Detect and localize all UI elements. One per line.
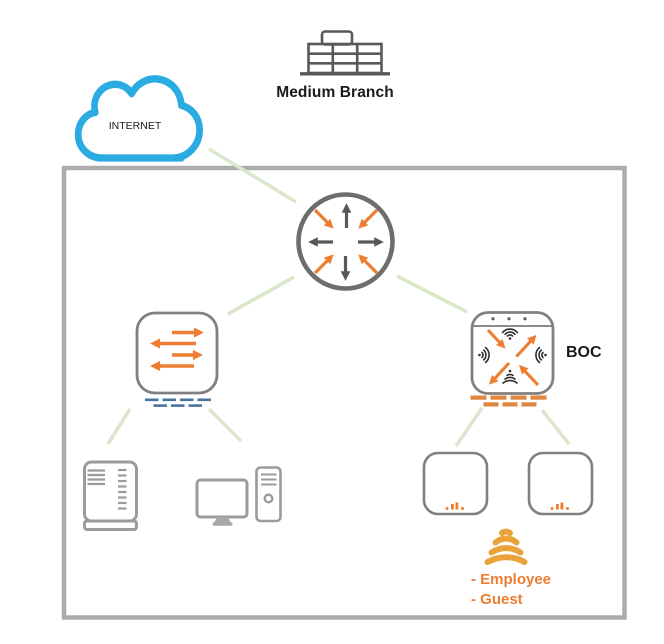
server-icon [83,460,138,531]
wifi-network-guest: - Guest [471,591,523,608]
link-gateway-ap2 [540,408,571,446]
wifi-network-labels: - Employee - Guest [471,570,551,610]
link-router-switch [227,275,295,316]
router-in-arrows [313,208,379,275]
switch-arrows [149,327,205,372]
ap1-body [422,451,489,516]
gateway-wifi-waves [478,328,547,385]
office-building-icon [300,30,390,76]
ap2-body [527,451,594,516]
gateway-top-dots [491,317,527,321]
link-router-gateway [396,274,468,314]
wifi-network-employee: - Employee [471,571,552,588]
link-switch-pc [207,407,243,443]
internet-cloud-icon [74,75,203,162]
gateway-lan-dashes [470,395,547,407]
ap1-marks [445,502,464,510]
link-gateway-ap1 [454,406,484,448]
wireless-gateway-icon [470,311,555,395]
router-icon [296,192,395,291]
internet-label: INTERNET [108,120,162,132]
link-switch-server [106,408,132,445]
building-label: Medium Branch [276,84,394,101]
access-point-1-icon [422,451,489,516]
gateway-arrows [486,328,540,387]
switch-icon [135,311,219,395]
wifi-beacon-icon [484,528,528,565]
connection-lines [106,147,571,448]
ap2-marks [550,502,569,510]
switch-body [135,311,219,395]
link-internet-router [208,147,297,204]
gateway-label: BOC [566,344,602,361]
router-out-arrows [308,203,384,281]
desktop-pc-icon [195,466,282,526]
access-point-2-icon [527,451,594,516]
branch-boundary-box [61,165,627,620]
switch-lan-dashes [145,398,211,407]
